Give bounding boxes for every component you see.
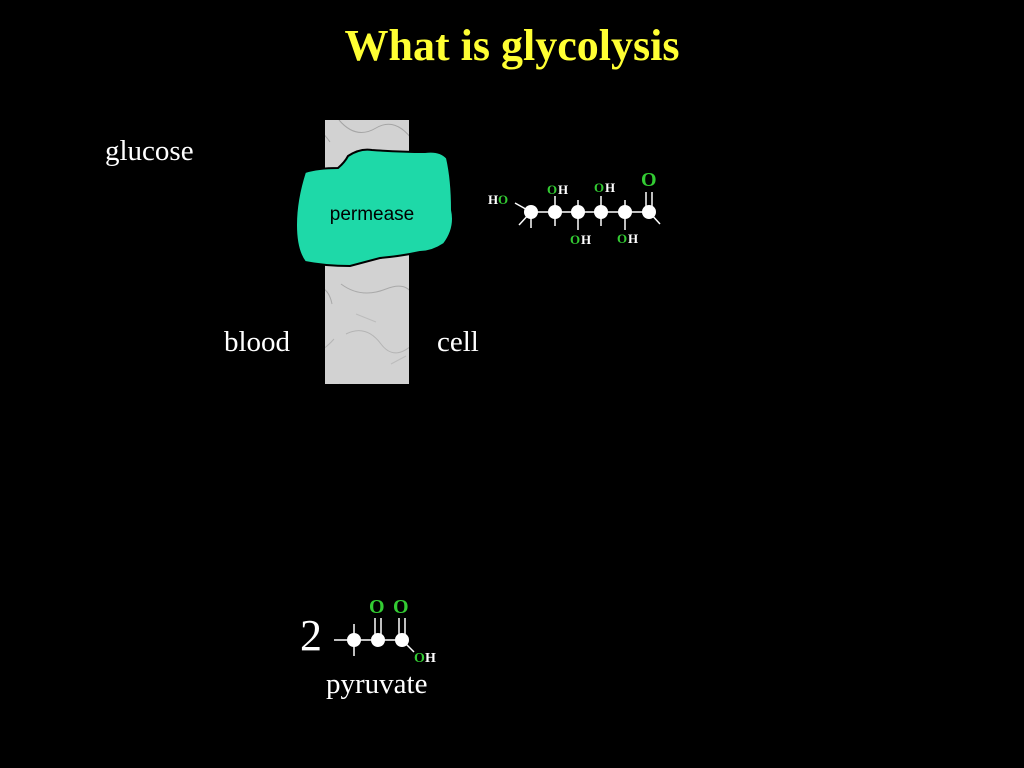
pyruvate-count: 2 <box>300 611 322 660</box>
pyruvate-carbon-2 <box>371 633 385 647</box>
glucose-o-4: O <box>594 180 604 195</box>
glucose-carbons <box>524 205 656 219</box>
permease-protein: permease <box>294 148 454 268</box>
glucose-h-4: H <box>605 180 615 195</box>
glucose-carbon-2 <box>548 205 562 219</box>
glucose-o-5: O <box>617 231 627 246</box>
glucose-o-carbonyl: O <box>641 169 657 191</box>
pyruvate-label: pyruvate <box>326 668 428 700</box>
blood-label: blood <box>224 326 291 358</box>
pyruvate-o-2: O <box>393 596 409 618</box>
glucose-carbon-4 <box>594 205 608 219</box>
glucose-label: glucose <box>105 135 194 167</box>
pyruvate-carbons <box>347 633 409 647</box>
pyruvate-h-1: H <box>425 651 436 666</box>
glucose-h-5: H <box>628 231 638 246</box>
glucose-o-1: O <box>498 192 508 207</box>
glucose-h-2: H <box>558 182 568 197</box>
pyruvate-carbon-3 <box>395 633 409 647</box>
permease-label: permease <box>330 204 415 225</box>
pyruvate-carbon-1 <box>347 633 361 647</box>
pyruvate-o-1: O <box>369 596 385 618</box>
glucose-carbon-3 <box>571 205 585 219</box>
glucose-carbon-6 <box>642 205 656 219</box>
glucose-h-1: H <box>488 192 498 207</box>
page-title: What is glycolysis <box>344 21 680 70</box>
glucose-h-3: H <box>581 232 591 247</box>
pyruvate-o-3: O <box>414 651 425 666</box>
cell-label: cell <box>437 326 479 358</box>
pyruvate-atoms: O O O H <box>369 596 436 666</box>
glucose-atoms: H O O H O H O H O H O <box>488 169 657 247</box>
glucose-o-2: O <box>547 182 557 197</box>
glucose-carbon-5 <box>618 205 632 219</box>
glucose-carbon-1 <box>524 205 538 219</box>
glucose-o-3: O <box>570 232 580 247</box>
